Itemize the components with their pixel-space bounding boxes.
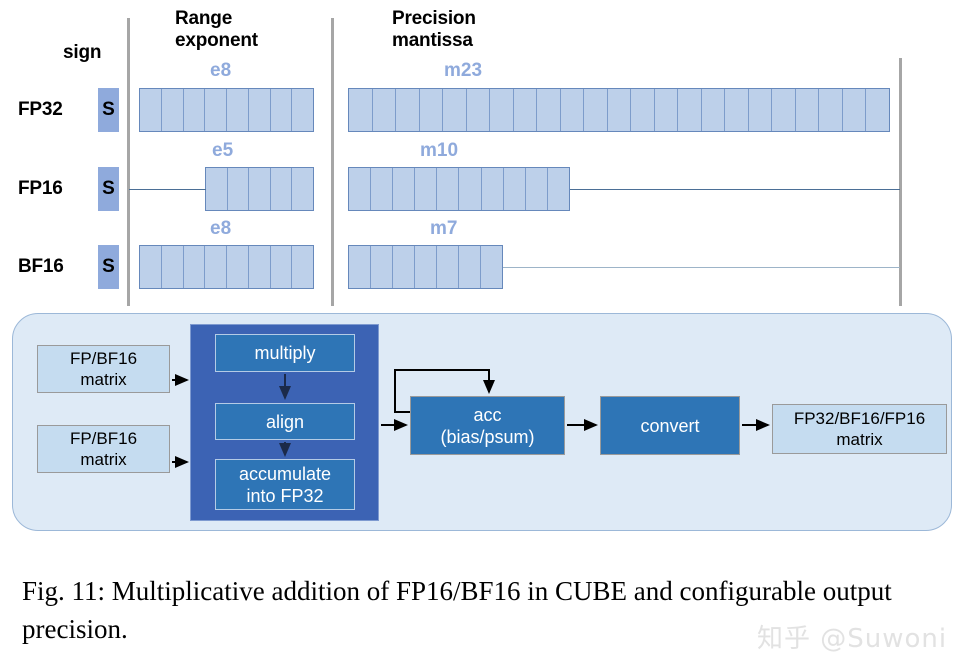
- bit-cell: [140, 246, 162, 288]
- output-matrix: FP32/BF16/FP16 matrix: [772, 404, 947, 454]
- bit-cell: [184, 246, 206, 288]
- mantissa-bits-bf16: [348, 245, 503, 289]
- bit-cell: [205, 246, 227, 288]
- bit-cell: [373, 89, 397, 131]
- divider-exponent-mantissa: [331, 18, 334, 306]
- bit-cell: [227, 246, 249, 288]
- stage-align: align: [215, 403, 355, 440]
- row-label-bf16: BF16: [18, 256, 64, 277]
- figure-caption: Fig. 11: Multiplicative addition of FP16…: [22, 576, 892, 644]
- bit-cell: [349, 89, 373, 131]
- bit-cell: [227, 89, 249, 131]
- bit-cell: [396, 89, 420, 131]
- bit-cell: [526, 168, 548, 210]
- header-range-exponent: Range exponent: [175, 8, 258, 51]
- bit-cell: [349, 168, 372, 210]
- bit-cell: [514, 89, 538, 131]
- mantissa-label-fp32: m23: [444, 60, 483, 81]
- bit-cell: [843, 89, 867, 131]
- mantissa-bits-fp32: [348, 88, 890, 132]
- bit-cell: [678, 89, 702, 131]
- bit-cell: [271, 89, 293, 131]
- bit-cell: [537, 89, 561, 131]
- row-label-fp32: FP32: [18, 99, 63, 120]
- bit-cell: [725, 89, 749, 131]
- bit-cell: [371, 168, 394, 210]
- bit-cell: [584, 89, 608, 131]
- bit-cell: [349, 246, 371, 288]
- mantissa-label-bf16: m7: [430, 218, 458, 239]
- float-format-diagram: sign Range exponent Precision mantissa F…: [0, 0, 977, 306]
- bit-cell: [415, 246, 437, 288]
- bit-cell: [482, 168, 504, 210]
- stage-multiply: multiply: [215, 334, 355, 372]
- exponent-label-fp32: e8: [210, 60, 232, 81]
- bit-cell: [504, 168, 526, 210]
- bit-cell: [249, 168, 271, 210]
- sign-bit-fp16: S: [98, 167, 119, 211]
- sign-bit-bf16: S: [98, 245, 119, 289]
- bit-cell: [206, 168, 228, 210]
- bit-cell: [459, 168, 482, 210]
- connector-fp16-exponent: [129, 189, 206, 190]
- exponent-bits-bf16: [139, 245, 314, 289]
- sign-bit-fp32: S: [98, 88, 119, 132]
- bit-cell: [249, 246, 271, 288]
- exponent-bits-fp16: [205, 167, 314, 211]
- stage-accumulate-into-fp32: accumulate into FP32: [215, 459, 355, 510]
- bit-cell: [271, 168, 293, 210]
- header-sign: sign: [63, 42, 102, 63]
- bit-cell: [292, 246, 313, 288]
- exponent-bits-fp32: [139, 88, 314, 132]
- bit-cell: [459, 246, 481, 288]
- input-matrix-b: FP/BF16 matrix: [37, 425, 170, 473]
- bit-cell: [443, 89, 467, 131]
- input-matrix-a: FP/BF16 matrix: [37, 345, 170, 393]
- bit-cell: [205, 89, 227, 131]
- bit-cell: [467, 89, 491, 131]
- bit-cell: [162, 89, 184, 131]
- watermark: 知乎 @Suwoni: [757, 624, 948, 654]
- mantissa-bits-fp16: [348, 167, 570, 211]
- bit-cell: [749, 89, 773, 131]
- stage-acc-bias-psum: acc (bias/psum): [410, 396, 565, 455]
- header-precision-mantissa: Precision mantissa: [392, 8, 476, 51]
- divider-right-edge: [899, 58, 902, 306]
- bit-cell: [415, 168, 438, 210]
- bit-cell: [184, 89, 206, 131]
- row-label-fp16: FP16: [18, 178, 63, 199]
- connector-fp16-mantissa: [570, 189, 900, 190]
- bit-cell: [249, 89, 271, 131]
- bit-cell: [481, 246, 502, 288]
- bit-cell: [292, 168, 313, 210]
- connector-bf16-mantissa: [503, 267, 900, 268]
- bit-cell: [702, 89, 726, 131]
- divider-sign-exponent: [127, 18, 130, 306]
- bit-cell: [561, 89, 585, 131]
- bit-cell: [548, 168, 569, 210]
- bit-cell: [866, 89, 889, 131]
- exponent-label-fp16: e5: [212, 140, 234, 161]
- bit-cell: [819, 89, 843, 131]
- bit-cell: [655, 89, 679, 131]
- bit-cell: [772, 89, 796, 131]
- bit-cell: [608, 89, 632, 131]
- bit-cell: [271, 246, 293, 288]
- bit-cell: [393, 246, 415, 288]
- bit-cell: [292, 89, 313, 131]
- bit-cell: [140, 89, 162, 131]
- bit-cell: [437, 246, 459, 288]
- mantissa-label-fp16: m10: [420, 140, 459, 161]
- bit-cell: [228, 168, 250, 210]
- bit-cell: [162, 246, 184, 288]
- bit-cell: [393, 168, 416, 210]
- bit-cell: [631, 89, 655, 131]
- exponent-label-bf16: e8: [210, 218, 232, 239]
- bit-cell: [490, 89, 514, 131]
- bit-cell: [437, 168, 460, 210]
- bit-cell: [796, 89, 820, 131]
- bit-cell: [371, 246, 393, 288]
- stage-convert: convert: [600, 396, 740, 455]
- bit-cell: [420, 89, 444, 131]
